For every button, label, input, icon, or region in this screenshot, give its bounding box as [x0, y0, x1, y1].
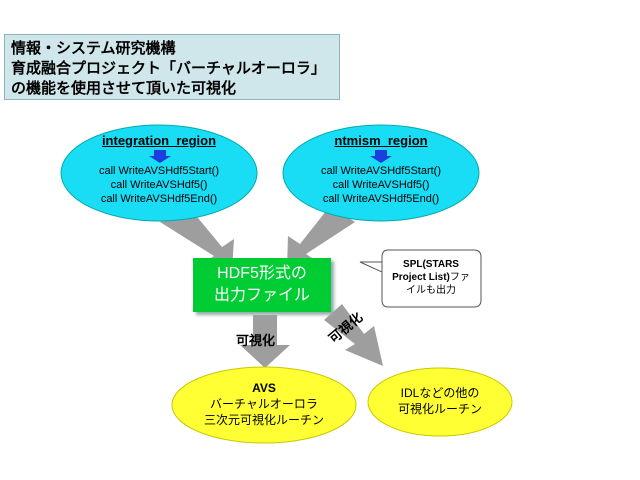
left-down-arrow [160, 206, 234, 270]
avs-line-2: バーチャルオーロラ [210, 397, 318, 411]
callout-line-2-rest: ファ [449, 272, 470, 283]
title-line-2: 育成融合プロジェクト「バーチャルオーロラ」 [11, 60, 326, 77]
output-file-box: HDF5形式の 出力ファイル [193, 258, 331, 312]
left-call-2: call WriteAVSHdf5() [110, 179, 208, 191]
output-box-line-1: HDF5形式の [217, 265, 307, 282]
right-call-3: call WriteAVSHdf5End() [322, 193, 440, 205]
idl-ellipse-shape [367, 367, 513, 437]
idl-ellipse: IDLなどの他の 可視化ルーチン [378, 385, 502, 417]
title-line-1: 情報・システム研究機構 [11, 40, 176, 57]
avs-arrow [240, 315, 290, 368]
avs-ellipse: AVS バーチャルオーロラ 三次元可視化ルーチン [184, 380, 344, 428]
callout-line-3: イルも出力 [406, 285, 456, 296]
right-ellipse-shape [282, 124, 480, 222]
avs-ellipse-shape [171, 366, 357, 444]
idl-arrow [324, 304, 383, 366]
left-call-3: call WriteAVSHdf5End() [100, 193, 218, 205]
idl-line-2: 可視化ルーチン [397, 402, 482, 416]
title-line-3: の機能を使用させて頂いた可視化 [11, 80, 237, 97]
callout-text: SPL(STARS Project List)ファ イルも出力 [382, 258, 480, 297]
idl-line-1: IDLなどの他の [400, 386, 480, 400]
avs-title: AVS [252, 381, 276, 395]
callout-line-1: SPL(STARS [403, 259, 459, 270]
left-blue-arrow-icon [149, 150, 171, 163]
right-call-2: call WriteAVSHdf5() [332, 179, 430, 191]
left-ellipse-shape [60, 124, 258, 222]
left-ellipse-heading: integration_region [101, 133, 217, 148]
callout-line-2-bold: Project List) [392, 272, 450, 283]
right-down-arrow [287, 206, 355, 268]
callout-shape [359, 249, 482, 308]
left-call-1: call WriteAVSHdf5Start() [98, 165, 219, 177]
right-ellipse-heading: ntmism_region [334, 133, 428, 148]
right-call-1: call WriteAVSHdf5Start() [320, 165, 441, 177]
output-box-line-2: 出力ファイル [213, 287, 310, 304]
title-box: 情報・システム研究機構 育成融合プロジェクト「バーチャルオーロラ」 の機能を使用… [4, 34, 340, 100]
avs-line-3: 三次元可視化ルーチン [203, 413, 324, 427]
right-blue-arrow-icon [370, 150, 392, 163]
down-arrow-label: 可視化 [236, 333, 276, 348]
left-ellipse: integration_region call WriteAVSHdf5Star… [71, 133, 247, 206]
right-ellipse: ntmism_region call WriteAVSHdf5Start() c… [293, 133, 469, 206]
